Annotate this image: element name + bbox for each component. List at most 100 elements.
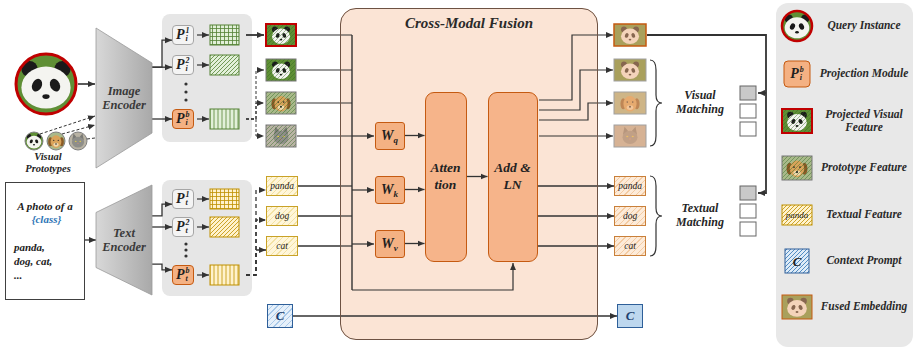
legend-text: Query Instance <box>827 19 900 32</box>
matching-label: Textual Matching <box>662 202 738 230</box>
node-label: cat <box>624 241 636 251</box>
connector <box>152 204 172 216</box>
wire <box>297 102 352 103</box>
superscript: 2 <box>186 219 190 227</box>
panda-picture <box>266 24 296 46</box>
connector <box>246 190 266 275</box>
query-instance <box>16 54 76 114</box>
panda-picture <box>782 11 812 41</box>
symbol-letter: P <box>176 191 185 207</box>
projection-label: 1t <box>186 191 190 206</box>
connector <box>405 135 425 136</box>
textual-feature: panda <box>266 176 298 196</box>
cat-picture <box>79 141 81 142</box>
context-prompt: C <box>617 304 643 328</box>
panda-picture <box>614 24 646 46</box>
group-label: Visual Prototypes <box>25 151 71 174</box>
projection-output <box>210 25 239 45</box>
cat-picture <box>614 125 646 147</box>
textual-feature: panda <box>269 181 295 191</box>
prompt-box: A photo of a{class}panda, dog, cat, ... <box>10 200 80 283</box>
cat-picture <box>266 125 296 147</box>
panda-picture <box>785 17 810 38</box>
prompt-text: {class} <box>32 213 62 227</box>
projection-module: P2i <box>172 52 246 78</box>
projection-output <box>197 64 209 65</box>
panda-picture <box>30 77 44 93</box>
panda-picture <box>21 67 70 109</box>
encoder-shape <box>96 185 152 295</box>
projection-output <box>196 188 240 210</box>
legend-icon <box>782 156 812 180</box>
weight-box: Wq <box>376 127 404 145</box>
residual-line <box>352 263 513 290</box>
connector <box>152 226 172 227</box>
legend-icon <box>782 295 812 319</box>
node-label: cat <box>276 241 288 251</box>
projection-output <box>210 189 239 209</box>
panda-picture <box>266 59 296 81</box>
dog-picture <box>266 92 296 114</box>
prototype-feature <box>266 92 296 114</box>
wire <box>297 69 352 70</box>
symbol-letter: W <box>381 236 393 251</box>
weight-box: Wq <box>375 122 405 150</box>
dog-picture <box>782 156 812 180</box>
panda-picture <box>16 54 76 114</box>
panda-picture <box>48 77 62 93</box>
prototype-feature <box>266 125 296 147</box>
projection-label: Pbi <box>172 109 194 129</box>
wire <box>352 243 374 244</box>
wire <box>62 125 95 134</box>
score-box <box>740 86 756 100</box>
weight-box: Wk <box>375 176 405 204</box>
subscript: i <box>186 119 188 127</box>
fused-embedding <box>614 59 646 81</box>
legend-icon <box>782 109 812 133</box>
wire <box>340 215 352 216</box>
query-instance <box>16 54 76 114</box>
projection-output <box>196 24 240 46</box>
subscript: i <box>186 35 188 43</box>
fused-textual-feature: cat <box>614 236 646 256</box>
prototype-feature <box>266 59 296 81</box>
projection-output <box>197 198 209 199</box>
projection-label: bt <box>186 267 190 282</box>
ellipsis-dot <box>184 90 187 93</box>
encoder-box: Text Encoder <box>96 185 152 295</box>
panda-picture <box>42 94 49 99</box>
fused-textual-feature: panda <box>617 181 643 191</box>
panda-picture <box>33 144 35 145</box>
visual-prototype <box>25 132 43 150</box>
wire <box>297 135 352 136</box>
connector <box>152 118 172 119</box>
subscript: v <box>394 243 398 253</box>
weight-box: Wv <box>376 235 404 253</box>
dog-picture <box>53 140 54 141</box>
fused-textual-feature: dog <box>617 211 643 221</box>
connector <box>405 243 425 244</box>
prototype-feature <box>266 92 296 114</box>
panda-picture <box>782 295 812 319</box>
wire <box>340 245 352 246</box>
node-label: dog <box>623 211 637 221</box>
subscript: t <box>186 199 188 207</box>
projection-label: P2t <box>172 217 194 237</box>
subscript: t <box>186 275 188 283</box>
visual-prototype <box>69 132 87 150</box>
fused-embedding <box>614 125 646 147</box>
legend-icon <box>782 156 812 180</box>
connector <box>298 245 340 246</box>
wire <box>539 103 613 120</box>
wire <box>246 103 264 119</box>
legend-icon <box>782 156 812 180</box>
dog-picture <box>47 132 65 150</box>
connector <box>246 220 266 275</box>
wire <box>352 135 374 136</box>
weight-box: Wv <box>375 230 405 258</box>
projection-group <box>162 14 252 142</box>
projection-output <box>197 34 209 35</box>
node-label: Image Encoder <box>102 84 146 112</box>
symbol-letter: W <box>381 182 393 197</box>
node-label: C <box>626 308 635 323</box>
